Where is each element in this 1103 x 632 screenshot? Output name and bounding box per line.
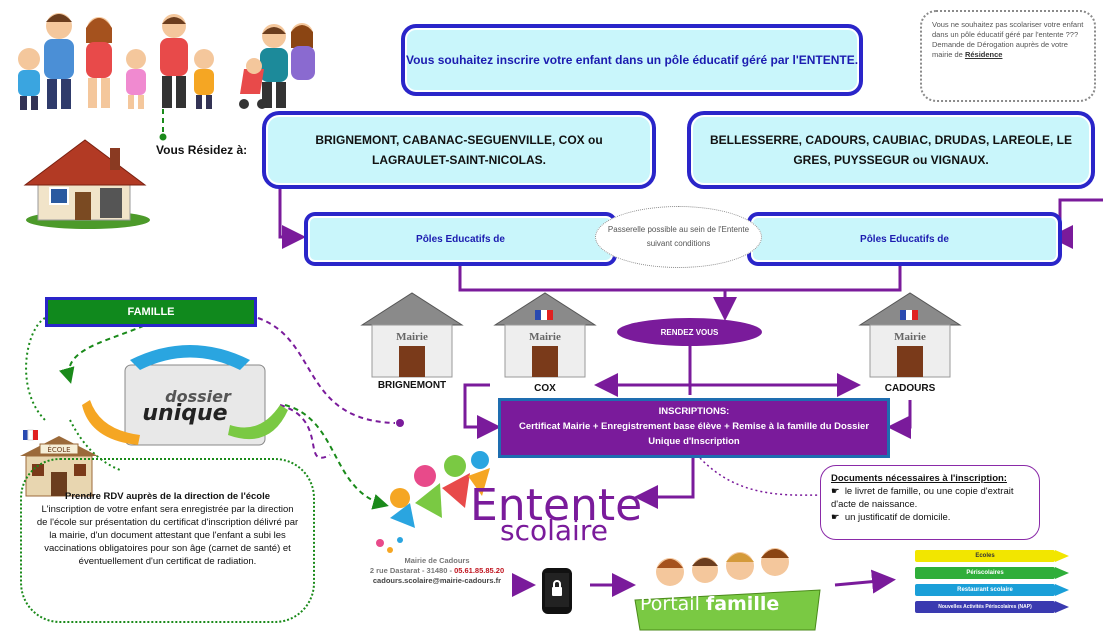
pencil-nap: Nouvelles Activités Périscolaires (NAP) (915, 601, 1055, 613)
pencils-list: Ecoles Périscolaires Restaurant scolaire… (915, 550, 1075, 620)
documents-item-1: ☛ le livret de famille, ou une copie d'e… (831, 486, 1014, 510)
mairie-sign: Mairie (894, 331, 926, 343)
mairie-sign: Mairie (529, 331, 561, 343)
mairie-cox-icon: Mairie (493, 292, 597, 378)
ecole-note: Prendre RDV auprès de la direction de l'… (20, 458, 315, 623)
pencil-tip (1055, 550, 1069, 562)
pole-educatif-right: Pôles Educatifs de (748, 213, 1061, 265)
dossier-line1: dossier (165, 387, 232, 406)
residez-label: Vous Résidez à: (156, 143, 248, 157)
mairie-cadours-icon: Mairie (858, 292, 962, 378)
documents-title: Documents nécessaires à l'inscription: (831, 473, 1007, 484)
region-left-box: BRIGNEMONT, CABANAC-SEGUENVILLE, COX ou … (263, 112, 655, 188)
portail-word: Portail (640, 593, 700, 615)
scolaire-word: scolaire (500, 514, 608, 547)
pencil-periscolaires: Périscolaires (915, 567, 1055, 579)
entente-contact: Mairie de Cadours 2 rue Dastarat - 31480… (352, 556, 522, 586)
pencil-tip (1055, 567, 1069, 579)
entente-word: Entente (470, 480, 643, 531)
pencil-tip (1055, 584, 1069, 596)
smartphone-icon (542, 568, 572, 614)
entente-figures-icon (376, 451, 490, 553)
main-question-box: Vous souhaitez inscrire votre enfant dan… (402, 25, 862, 95)
entente-email[interactable]: cadours.scolaire@mairie-cadours.fr (372, 576, 502, 585)
pencil-tip (1055, 601, 1069, 613)
ecole-title: Prendre RDV auprès de la direction de l'… (65, 491, 270, 502)
derogation-note: Vous ne souhaitez pas scolariser votre e… (920, 10, 1096, 102)
entente-mairie: Mairie de Cadours (404, 556, 470, 565)
pencil-restaurant: Restaurant scolaire (915, 584, 1055, 596)
rendez-vous-ellipse: RENDEZ VOUS (617, 318, 762, 346)
mairie-brignemont-icon: Mairie (360, 292, 464, 378)
mairie-label-cox: COX (534, 383, 556, 394)
documents-box: Documents nécessaires à l'inscription: ☛… (820, 465, 1040, 540)
famille-word: famille (705, 593, 780, 615)
dossier-line2: unique (142, 401, 227, 426)
portail-famille-text: Portail famille (640, 593, 779, 615)
portail-famille-illustration (634, 548, 821, 631)
mairie-sign: Mairie (396, 331, 428, 343)
mairie-label-brignemont: BRIGNEMONT (377, 380, 447, 391)
region-right-box: BELLESSERRE, CADOURS, CAUBIAC, DRUDAS, L… (688, 112, 1094, 188)
residence-link[interactable]: Résidence (964, 50, 1003, 59)
inscriptions-title: INSCRIPTIONS: (658, 406, 730, 417)
ecole-body: L'inscription de votre enfant sera enreg… (36, 504, 299, 567)
pencil-ecoles: Ecoles (915, 550, 1055, 562)
inscriptions-body: Certificat Mairie + Enregistrement base … (518, 421, 870, 447)
pointing-hand-icon: ☛ (831, 486, 840, 497)
family-illustration (18, 13, 315, 110)
derogation-text: Vous ne souhaitez pas scolariser votre e… (932, 20, 1084, 59)
documents-item-2: ☛ un justificatif de domicile. (831, 512, 951, 523)
pointing-hand-icon: ☛ (831, 512, 840, 523)
house-illustration (23, 139, 150, 229)
entente-phone: 05.61.85.85.20 (454, 566, 505, 575)
famille-box: FAMILLE (45, 297, 257, 327)
pole-educatif-left: Pôles Educatifs de (305, 213, 616, 265)
inscriptions-box: INSCRIPTIONS: Certificat Mairie + Enregi… (498, 398, 890, 458)
mairie-label-cadours: CADOURS (884, 383, 936, 394)
entente-address: 2 rue Dastarat - 31480 - 05.61.85.85.20 (369, 566, 505, 575)
ecole-sign: ÉCOLE (47, 445, 70, 454)
passerelle-note: Passerelle possible au sein de l'Entente… (595, 206, 762, 268)
dossier-unique-icon: dossier unique (82, 345, 288, 446)
